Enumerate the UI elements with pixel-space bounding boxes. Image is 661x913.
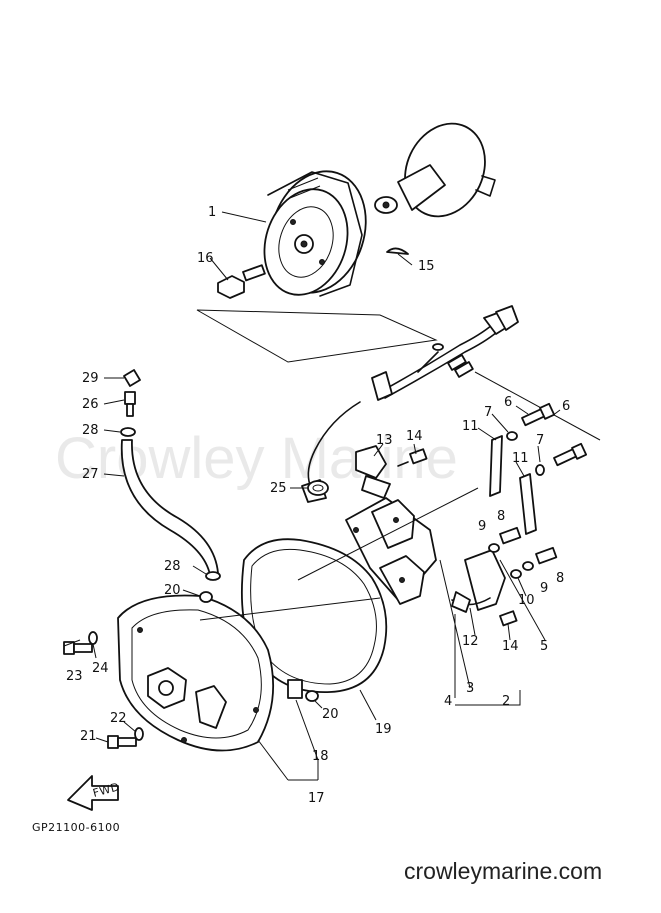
bolt-6b[interactable]	[553, 442, 588, 467]
washer-10[interactable]	[510, 569, 522, 579]
callout-10: 10	[518, 593, 535, 608]
grommet[interactable]	[307, 480, 329, 496]
flywheel-nut[interactable]	[217, 264, 266, 299]
callout-6b: 6	[562, 399, 570, 414]
callout-14a: 14	[406, 429, 423, 444]
callout-25: 25	[270, 481, 287, 496]
callout-17: 17	[308, 791, 325, 806]
callout-21: 21	[80, 729, 97, 744]
callout-28b: 28	[164, 559, 181, 574]
callout-lines	[63, 211, 561, 781]
callout-27: 27	[82, 467, 99, 482]
callout-4: 4	[444, 694, 452, 709]
callout-26: 26	[82, 397, 99, 412]
fwd-arrow: FWD	[67, 775, 121, 811]
leader-line-cover	[199, 597, 381, 621]
callout-2: 2	[502, 694, 510, 709]
callout-11b: 11	[512, 451, 529, 466]
bolt-21[interactable]	[107, 735, 137, 749]
callout-16: 16	[197, 251, 214, 266]
part-code: GP21100-6100	[32, 821, 120, 834]
hose-fitting[interactable]	[124, 391, 136, 417]
screw-14b[interactable]	[499, 610, 518, 627]
pulser-coil[interactable]	[355, 445, 391, 499]
callout-7b: 7	[536, 433, 544, 448]
callout-29: 29	[82, 371, 99, 386]
collar[interactable]	[287, 679, 303, 699]
callout-1: 1	[208, 205, 216, 220]
footer-site-name: crowleymarine.com	[404, 858, 603, 884]
cap[interactable]	[123, 369, 141, 387]
callout-8b: 8	[556, 571, 564, 586]
callout-11a: 11	[462, 419, 479, 434]
bolt-6a[interactable]	[521, 402, 556, 427]
callout-3: 3	[466, 681, 474, 696]
hose-clamp-lower[interactable]	[205, 571, 221, 581]
callout-6a: 6	[504, 395, 512, 410]
flywheel[interactable]	[251, 159, 381, 306]
bolt-23[interactable]	[63, 641, 93, 655]
washer-9a[interactable]	[488, 543, 500, 553]
screw-14a[interactable]	[397, 448, 428, 467]
stator-assembly[interactable]	[345, 497, 437, 605]
washer-22[interactable]	[134, 727, 144, 741]
callout-24: 24	[92, 661, 109, 676]
callout-5: 5	[540, 639, 548, 654]
callout-14b: 14	[502, 639, 519, 654]
watermark: Crowley Marine	[55, 426, 458, 491]
callout-12: 12	[462, 634, 479, 649]
leader-line-right	[474, 371, 601, 441]
callout-22: 22	[110, 711, 127, 726]
washer-7b[interactable]	[535, 464, 545, 476]
flywheel-cover[interactable]	[117, 594, 275, 752]
callout-23: 23	[66, 669, 83, 684]
woodruff-key[interactable]	[386, 247, 409, 255]
plug-20b[interactable]	[305, 690, 319, 702]
callout-9b: 9	[540, 581, 548, 596]
washer-24[interactable]	[88, 631, 98, 645]
alignment-outline	[196, 309, 438, 363]
callout-28a: 28	[82, 423, 99, 438]
hose-clamp-upper[interactable]	[120, 427, 136, 437]
rotor-hub[interactable]	[374, 110, 500, 229]
plate-11b[interactable]	[519, 473, 537, 535]
bolt-8a[interactable]	[499, 526, 522, 545]
washer-9b[interactable]	[522, 561, 534, 571]
callout-20a: 20	[164, 583, 181, 598]
ignition-coil[interactable]	[451, 549, 506, 613]
callout-20b: 20	[322, 707, 339, 722]
plug-20a[interactable]	[199, 591, 213, 603]
callout-18: 18	[312, 749, 329, 764]
wire-harness[interactable]	[301, 305, 519, 503]
plate-11a[interactable]	[489, 435, 503, 497]
callout-7a: 7	[484, 405, 492, 420]
callout-numbers: 1 2 3 4 5 6 6 7 7 8 8 9 9 10 11 11 12 13…	[66, 205, 570, 806]
callout-19: 19	[375, 722, 392, 737]
washer-7a[interactable]	[506, 431, 518, 441]
callout-8a: 8	[497, 509, 505, 524]
callout-15: 15	[418, 259, 435, 274]
callout-13: 13	[376, 433, 393, 448]
callout-9a: 9	[478, 519, 486, 534]
leader-line-mid	[297, 487, 479, 581]
bolt-8b[interactable]	[535, 546, 558, 565]
